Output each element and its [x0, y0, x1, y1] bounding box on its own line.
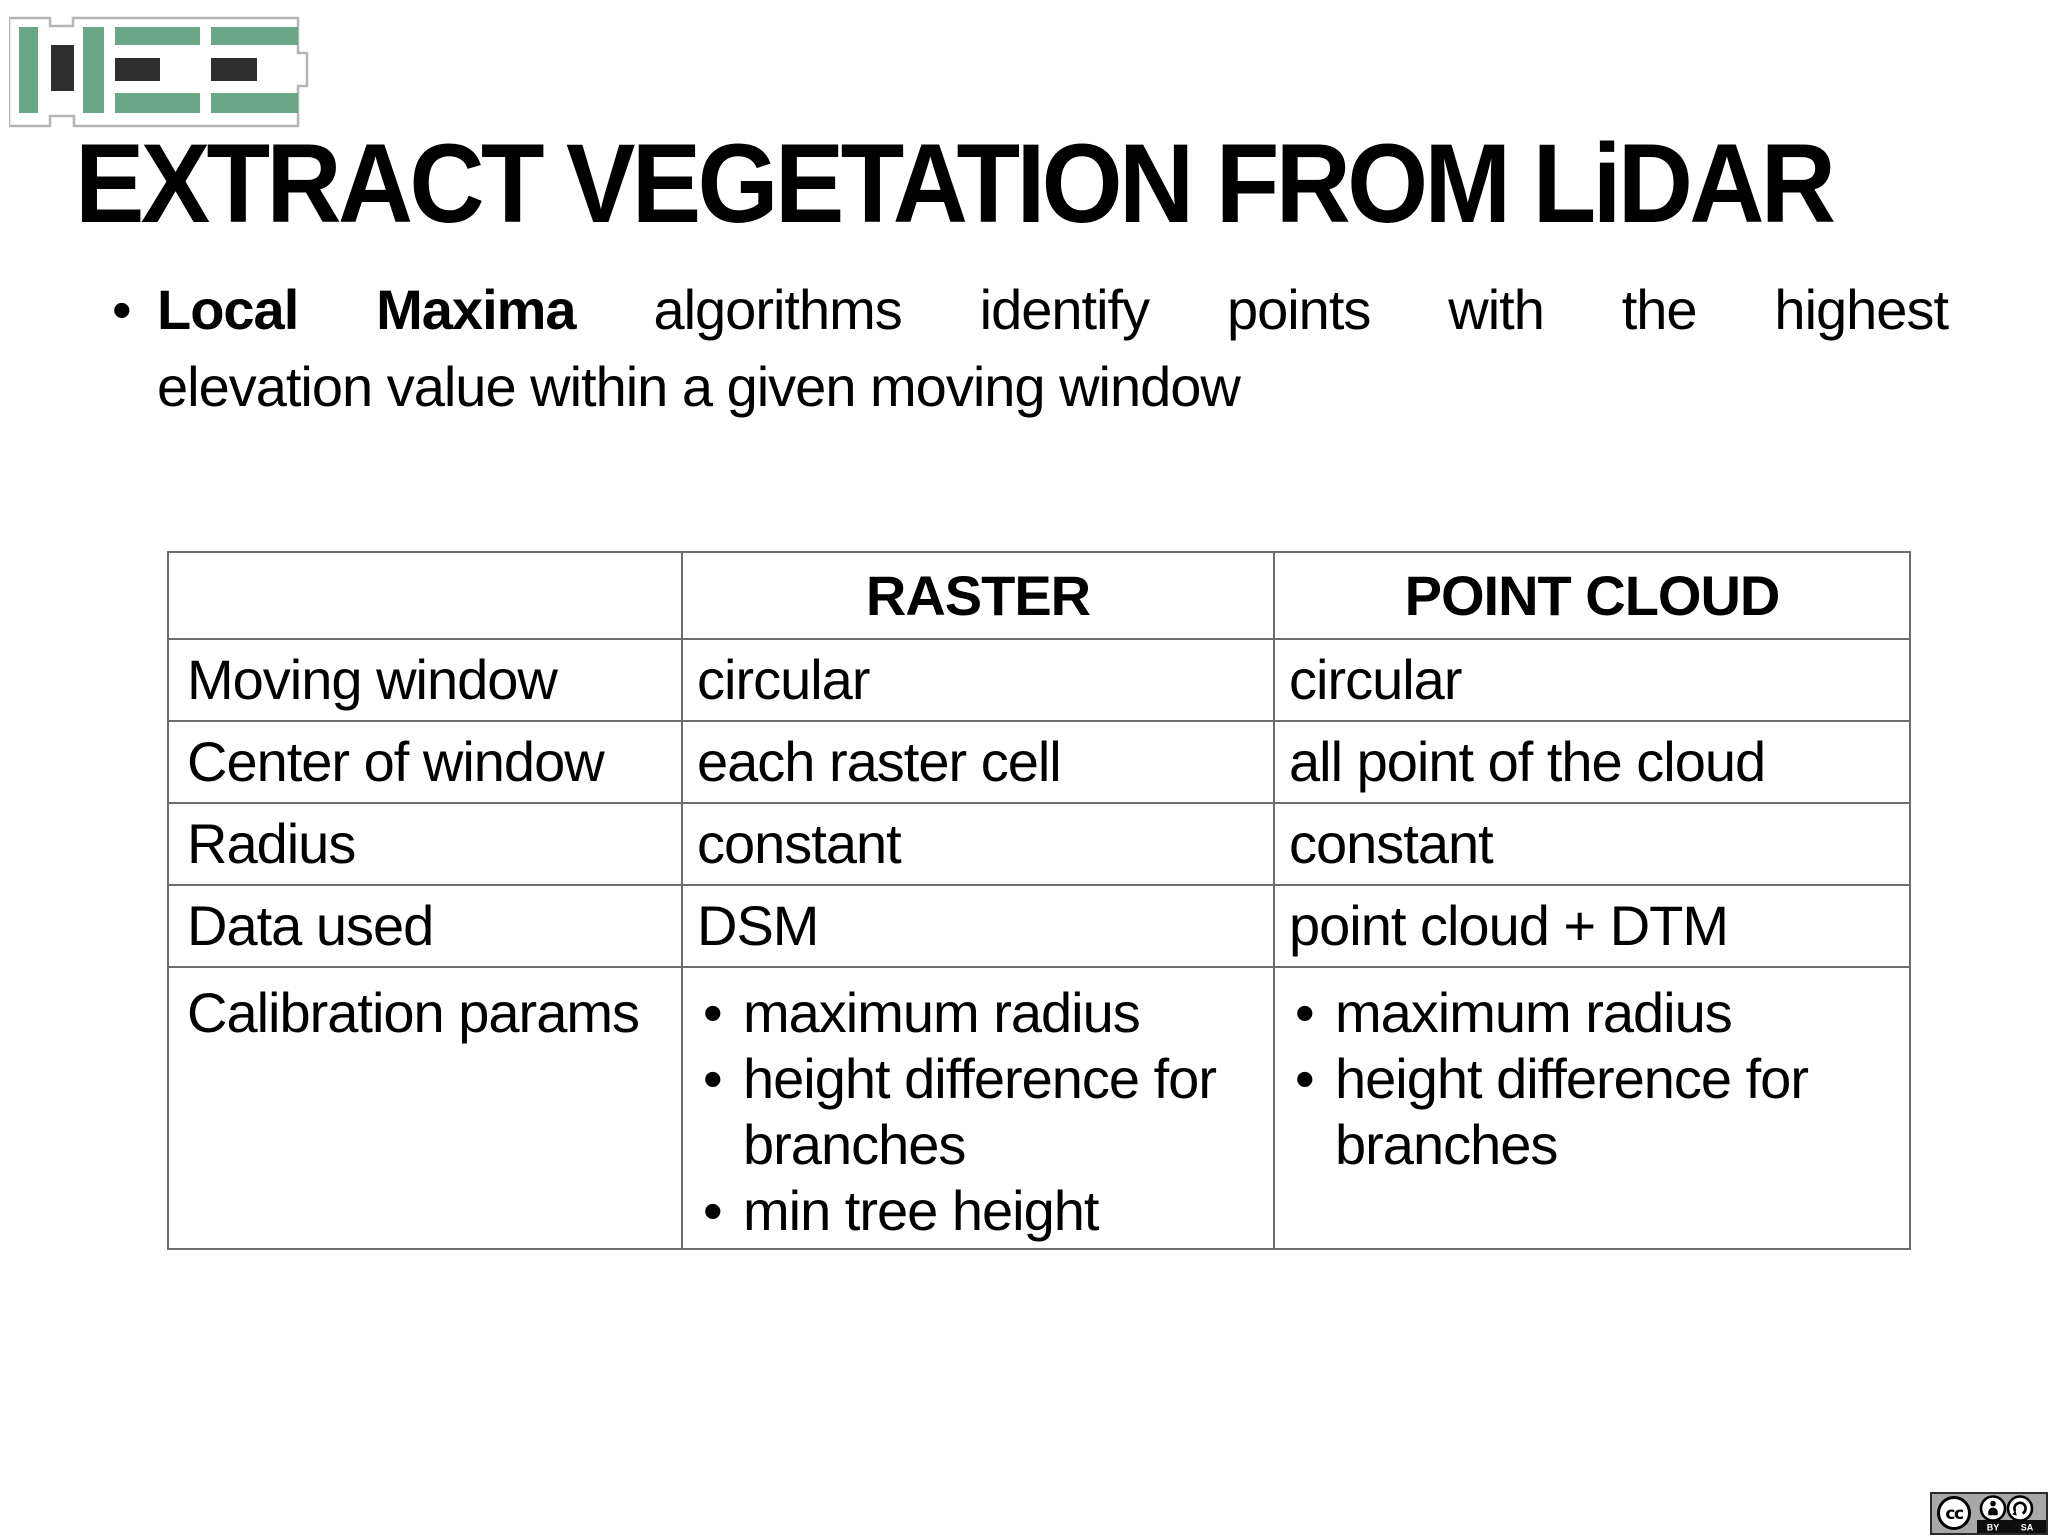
- bullet-paragraph: • Local Maxima algorithms identify point…: [112, 271, 1949, 425]
- sa-label: SA: [2021, 1523, 2034, 1533]
- header-empty-cell: [167, 551, 683, 640]
- list-item: height difference for branches: [697, 1046, 1259, 1178]
- raster-cell: each raster cell: [681, 720, 1275, 804]
- raster-cell: DSM: [681, 884, 1275, 968]
- list-item: min tree height: [697, 1178, 1259, 1244]
- bullet-line-2: elevation value within a given moving wi…: [157, 355, 1241, 418]
- svg-text:cc: cc: [1945, 1504, 1963, 1524]
- bullet-line-1-rest: algorithms identify points with the high…: [575, 278, 1949, 341]
- comparison-table: RASTER POINT CLOUD Moving window circula…: [167, 551, 1911, 1250]
- table-row-moving-window: Moving window circular circular: [167, 638, 1911, 722]
- bullet-line-1: Local Maxima algorithms identify points …: [157, 271, 1949, 348]
- point-cloud-calibration-list: maximum radius height difference for bra…: [1289, 980, 1895, 1178]
- point-cloud-cell: circular: [1273, 638, 1911, 722]
- raster-cell: circular: [681, 638, 1275, 722]
- row-label: Moving window: [167, 638, 683, 722]
- table-row-data-used: Data used DSM point cloud + DTM: [167, 884, 1911, 968]
- cc-icon: cc: [1937, 1496, 1971, 1530]
- point-cloud-cell: point cloud + DTM: [1273, 884, 1911, 968]
- bullet-text: Local Maxima algorithms identify points …: [157, 271, 1949, 425]
- bullet-marker: •: [112, 278, 132, 341]
- sa-icon: [2006, 1495, 2034, 1522]
- cc-by-sa-badge: cc BY SA: [1930, 1492, 2048, 1535]
- row-label: Radius: [167, 802, 683, 886]
- point-cloud-cell: maximum radius height difference for bra…: [1273, 966, 1911, 1250]
- table-row-center-of-window: Center of window each raster cell all po…: [167, 720, 1911, 804]
- row-label: Center of window: [167, 720, 683, 804]
- raster-calibration-list: maximum radius height difference for bra…: [697, 980, 1259, 1244]
- table-row-radius: Radius constant constant: [167, 802, 1911, 886]
- list-item: maximum radius: [697, 980, 1259, 1046]
- table-header-row: RASTER POINT CLOUD: [167, 551, 1911, 640]
- list-item: height difference for branches: [1289, 1046, 1895, 1178]
- raster-cell: constant: [681, 802, 1275, 886]
- point-cloud-cell: constant: [1273, 802, 1911, 886]
- header-raster: RASTER: [681, 551, 1275, 640]
- header-point-cloud: POINT CLOUD: [1273, 551, 1911, 640]
- bullet-line-1-bold: Local Maxima: [157, 278, 577, 341]
- table-row-calibration-params: Calibration params maximum radius height…: [167, 966, 1911, 1250]
- badge-label-strip: [1977, 1520, 2046, 1533]
- list-item: maximum radius: [1289, 980, 1895, 1046]
- row-label: Data used: [167, 884, 683, 968]
- page-title: EXTRACT VEGETATION FROM LiDAR: [75, 121, 1836, 246]
- by-icon: [1979, 1495, 2007, 1522]
- org-logo: [9, 16, 309, 128]
- row-label: Calibration params: [167, 966, 683, 1250]
- point-cloud-cell: all point of the cloud: [1273, 720, 1911, 804]
- by-label: BY: [1987, 1523, 2000, 1533]
- raster-cell: maximum radius height difference for bra…: [681, 966, 1275, 1250]
